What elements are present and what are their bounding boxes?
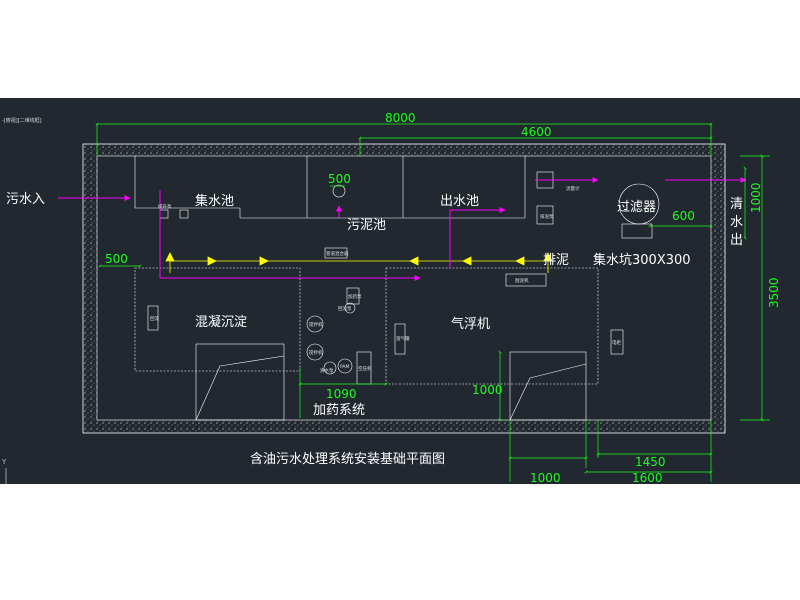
air-flotation-label: 气浮机: [451, 316, 490, 332]
dimension-lines: [95, 122, 770, 482]
dissolved-air-label: 溶气罐: [396, 335, 410, 342]
dim-total-length: 8000: [385, 111, 416, 125]
cad-drawing-canvas[interactable]: -[俯视][二维线框]: [0, 98, 800, 484]
dim-500-top: 500: [328, 172, 351, 186]
dosing-pump-tag-label: 加药泵: [348, 293, 362, 300]
clear-pump-label: 清水泵: [320, 367, 334, 374]
pipe-mixer-label: 管道混合器: [326, 250, 349, 257]
viewport-tab-label[interactable]: -[俯视][二维线框]: [2, 117, 42, 124]
sludge-discharge-label: 排泥: [543, 253, 569, 268]
flow-lines: [58, 177, 747, 281]
dim-600: 600: [672, 209, 695, 223]
sludge-pump-label: 排泥泵: [540, 213, 554, 220]
collection-tank-label: 集水池: [195, 193, 234, 209]
dim-1000-bottom: 1000: [530, 471, 561, 484]
dim-1450-bottom: 1450: [635, 455, 666, 469]
control-cabinet-label: 电柜: [612, 339, 621, 346]
dim-500-left: 500: [105, 252, 128, 266]
mixer-3-label: PAM: [340, 364, 350, 370]
area-labels: 污水入 清 水 出 集水池 污泥池 出水池 过滤器 排泥 集水坑300X300 …: [6, 192, 743, 467]
scraper-label: 刮泥机: [515, 277, 529, 284]
filter-label: 过滤器: [617, 200, 656, 215]
outlet-label-3: 出: [730, 233, 743, 248]
equipment-labels: 提升泵 管道混合器 排泥泵 刮泥机 流量计 回流 搅拌机 搅拌机 PAM 空压机…: [150, 185, 621, 374]
dim-1090: 1090: [326, 387, 357, 401]
dim-1600-bottom: 1600: [632, 471, 663, 484]
outlet-tank-label: 出水池: [440, 194, 479, 209]
lift-pump-label: 提升泵: [158, 203, 172, 210]
coag-sedimentation-label: 混凝沉淀: [195, 314, 247, 330]
reflux-pump-label: 回流泵: [338, 305, 352, 312]
reflux-label: 回流: [150, 315, 159, 322]
dim-1000-right: 1000: [749, 182, 763, 213]
tank-outlines: [134, 156, 660, 421]
ucs-icon: Y: [1, 458, 7, 484]
outlet-label-1: 清: [730, 197, 743, 212]
dim-3500: 3500: [767, 277, 781, 308]
dimension-texts: 8000 4600 500 500 1000 3500 600 1090 100…: [105, 111, 781, 484]
sludge-tank-label: 污泥池: [347, 218, 386, 233]
dim-1000-flotation: 1000: [472, 383, 503, 397]
drawing-title: 含油污水处理系统安装基础平面图: [250, 451, 445, 467]
mixer-2-label: 搅拌机: [309, 349, 323, 356]
outlet-label-2: 水: [730, 215, 743, 230]
mixer-1-label: 搅拌机: [309, 321, 323, 328]
sump-pit-label: 集水坑300X300: [593, 252, 691, 268]
flow-meter-label: 流量计: [566, 185, 580, 192]
cad-drawing: -[俯视][二维线框]: [1, 111, 781, 484]
dosing-system-label: 加药系统: [313, 403, 365, 418]
svg-text:Y: Y: [1, 458, 7, 466]
dim-right-section: 4600: [521, 125, 552, 139]
inlet-label: 污水入: [6, 192, 45, 207]
outer-wall: [82, 143, 726, 434]
air-comp-label: 空压机: [358, 365, 372, 372]
pipe-line: [165, 252, 553, 273]
